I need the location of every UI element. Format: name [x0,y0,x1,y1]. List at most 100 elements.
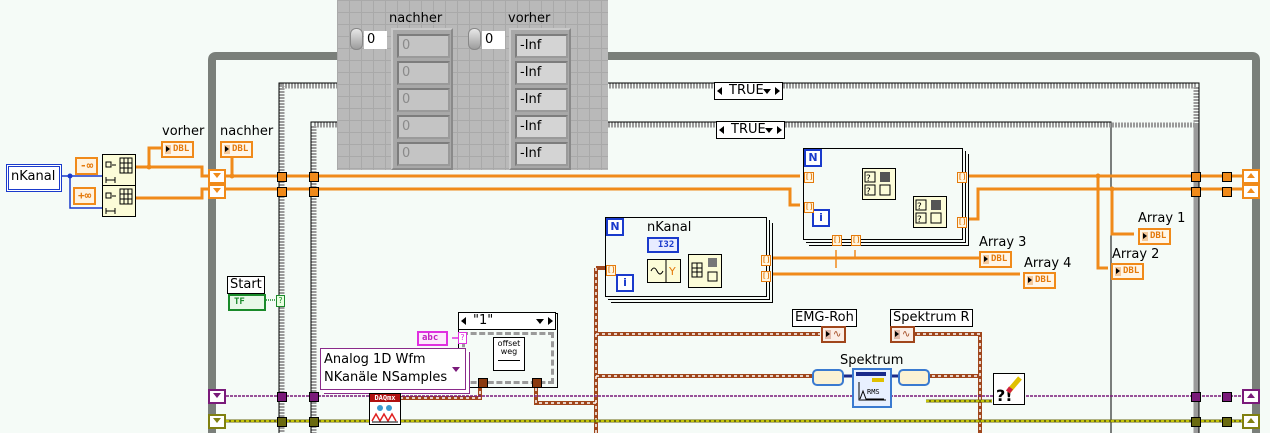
array-element[interactable]: -Inf [515,115,568,139]
tunnel[interactable] [309,417,319,427]
tunnel[interactable] [309,392,319,402]
tunnel[interactable] [1222,172,1232,182]
tunnel[interactable] [1191,172,1201,182]
tunnel[interactable] [1222,187,1232,197]
loop-tunnel[interactable]: [] [761,271,771,282]
start-control[interactable]: TF [228,294,266,311]
outer-case-selector[interactable]: TRUE [714,82,783,100]
nachher-indicator[interactable]: DBL [220,141,254,158]
vorher-indicator[interactable]: DBL [161,141,195,158]
shift-register-right-2[interactable] [1242,184,1260,199]
shift-register-right-1[interactable] [1242,169,1260,184]
simple-error-handler[interactable]: ?! [993,373,1025,405]
initialize-array-function-2[interactable] [102,185,136,217]
tunnel[interactable] [1222,392,1232,402]
dropdown-arrow-icon[interactable] [762,89,771,94]
dropdown-arrow-icon[interactable] [452,367,461,372]
shift-register-left-error[interactable] [208,414,226,429]
array-element[interactable]: -Inf [515,142,568,166]
loop-tunnel[interactable]: [] [606,265,616,276]
tunnel[interactable] [309,187,319,197]
waveform-y-icon: Y [650,260,676,282]
array-to-variant-function[interactable] [688,254,722,288]
while-loop-frame [208,52,1260,433]
array-element[interactable]: -Inf [515,61,568,85]
get-waveform-components[interactable]: Y [647,259,681,283]
dropdown-arrow-icon[interactable] [536,319,544,324]
initialize-array-icon [105,157,133,183]
loop-tunnel[interactable]: [] [832,235,842,246]
initialize-array-function-1[interactable] [102,154,136,186]
vorher-index-field[interactable]: 0 [482,31,505,49]
array-element[interactable]: 0 [397,115,450,139]
array-element[interactable]: 0 [397,61,450,85]
nkanal-control[interactable]: nKanal [6,164,62,192]
tunnel[interactable] [277,392,287,402]
emg-roh-indicator[interactable]: ∿ [821,326,847,343]
array4-indicator[interactable]: DBL [1023,272,1057,289]
spectrum-rms-icon: RMS [856,372,886,401]
shift-register-right-task[interactable] [1242,389,1260,404]
to-ddt-converter[interactable] [812,369,844,386]
tunnel[interactable] [277,172,287,182]
loop-tunnel[interactable]: [] [761,255,771,266]
shift-register-left-task[interactable] [208,389,226,404]
vorher-index-spinner[interactable] [468,28,481,50]
loop-tunnel[interactable]: [] [804,172,814,183]
decrement-arrow-icon[interactable] [461,317,466,325]
array-element[interactable]: -Inf [515,88,568,112]
string-case-selector[interactable]: "1" [458,312,556,330]
daqmx-read-type-ring[interactable]: Analog 1D Wfm NKanäle NSamples [320,348,467,390]
dropdown-arrow-icon[interactable] [764,128,773,133]
nkanal-indicator[interactable]: I32 [647,237,680,253]
loop-count-terminal[interactable]: N [804,149,822,167]
tunnel[interactable] [309,172,319,182]
tunnel[interactable] [1191,392,1201,402]
shift-register-left-1[interactable] [208,169,226,184]
from-ddt-converter[interactable] [898,369,930,386]
spektrum-r-indicator[interactable]: ∿ [890,326,916,343]
neg-inf-constant[interactable]: -∞ [75,157,99,175]
tunnel[interactable] [277,187,287,197]
nachher-index-spinner[interactable] [350,28,363,50]
loop-count-terminal[interactable]: N [606,218,624,236]
array-element[interactable]: 0 [397,34,450,58]
loop-tunnel[interactable]: [] [957,217,967,228]
array-element[interactable]: -Inf [515,34,568,58]
tunnel[interactable] [1222,417,1232,427]
tunnel[interactable] [1191,187,1201,197]
nachher-indicator-label: nachher [220,124,274,139]
shift-register-left-2[interactable] [208,184,226,199]
offset-weg-subvi[interactable]: offset weg [493,337,525,371]
decrement-arrow-icon[interactable] [717,87,722,95]
increment-arrow-icon[interactable] [776,126,782,134]
increment-arrow-icon[interactable] [548,317,553,325]
for-loop-channels[interactable]: N i [605,217,767,297]
nachher-index-field[interactable]: 0 [364,31,387,49]
variant-to-data-function-1[interactable]: ?? [862,168,896,200]
decrement-arrow-icon[interactable] [719,126,724,134]
array2-indicator[interactable]: DBL [1111,263,1145,280]
inner-case-selector[interactable]: TRUE [716,121,785,139]
loop-tunnel[interactable]: [] [957,172,967,183]
daqmx-read-vi[interactable]: DAQmx [369,393,401,425]
subvi-text: offset [497,339,521,348]
variant-to-data-function-2[interactable]: ?? [913,196,947,228]
loop-tunnel[interactable]: [] [851,235,861,246]
loop-iteration-terminal: i [616,274,634,292]
array-element[interactable]: 0 [397,142,450,166]
tunnel[interactable] [1191,417,1201,427]
increment-arrow-icon[interactable] [774,87,780,95]
array1-indicator[interactable]: DBL [1138,228,1172,245]
nkanal-control-label: nKanal [11,169,56,184]
tunnel[interactable] [532,378,542,388]
array-element[interactable]: 0 [397,88,450,112]
array3-indicator[interactable]: DBL [979,251,1013,268]
tunnel[interactable] [478,378,488,388]
shift-register-right-error[interactable] [1242,414,1260,429]
spektrum-express-vi[interactable]: RMS [852,368,892,408]
pos-inf-constant[interactable]: +∞ [73,187,97,205]
string-control[interactable]: abc [417,331,449,346]
loop-tunnel[interactable]: [] [804,202,814,213]
tunnel[interactable] [277,417,287,427]
